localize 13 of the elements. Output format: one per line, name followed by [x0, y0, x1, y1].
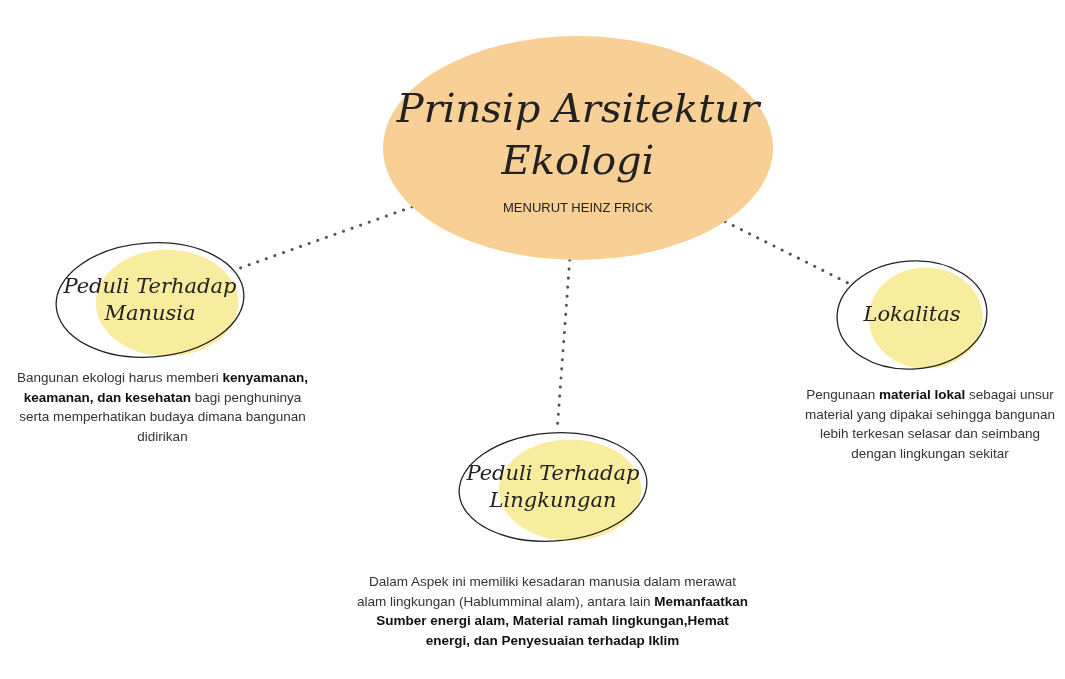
topic-title: Lokalitas: [862, 301, 962, 329]
topic-title: Peduli Terhadap Manusia: [62, 272, 238, 327]
topic-ellipse: [458, 432, 648, 542]
description-text: Pengunaan material lokal sebagai unsur material yang dipakai sehingga bangunan lebih terkesan selasar dan seimbang dengan lingkungan sekitar: [804, 386, 1056, 463]
title-ellipse: [383, 36, 773, 260]
topic-title: Peduli Terhadap Lingkungan: [465, 459, 641, 514]
main-node-title: Prinsip Arsitektur Ekologi: [395, 83, 763, 185]
topic-ellipse: [836, 260, 988, 370]
subtitle: MENURUT HEINZ FRICK: [503, 199, 653, 215]
dotted-connector: [723, 220, 851, 286]
description-text: Bangunan ekologi harus memberi kenyamanan, keamanan, dan kesehatan bagi penghuninya serta memperhatikan budaya dimana bangunan didirikan: [15, 369, 310, 446]
topic-ellipse: [55, 242, 245, 358]
description-text: Dalam Aspek ini memiliki kesadaran manusia dalam merawat alam lingkungan (Hablumminal alam), antara lain Memanfaatkan Sumber energi alam, Material ramah lingkungan,Hemat energi, dan Penyesuaian terhadap Iklim: [356, 573, 749, 650]
